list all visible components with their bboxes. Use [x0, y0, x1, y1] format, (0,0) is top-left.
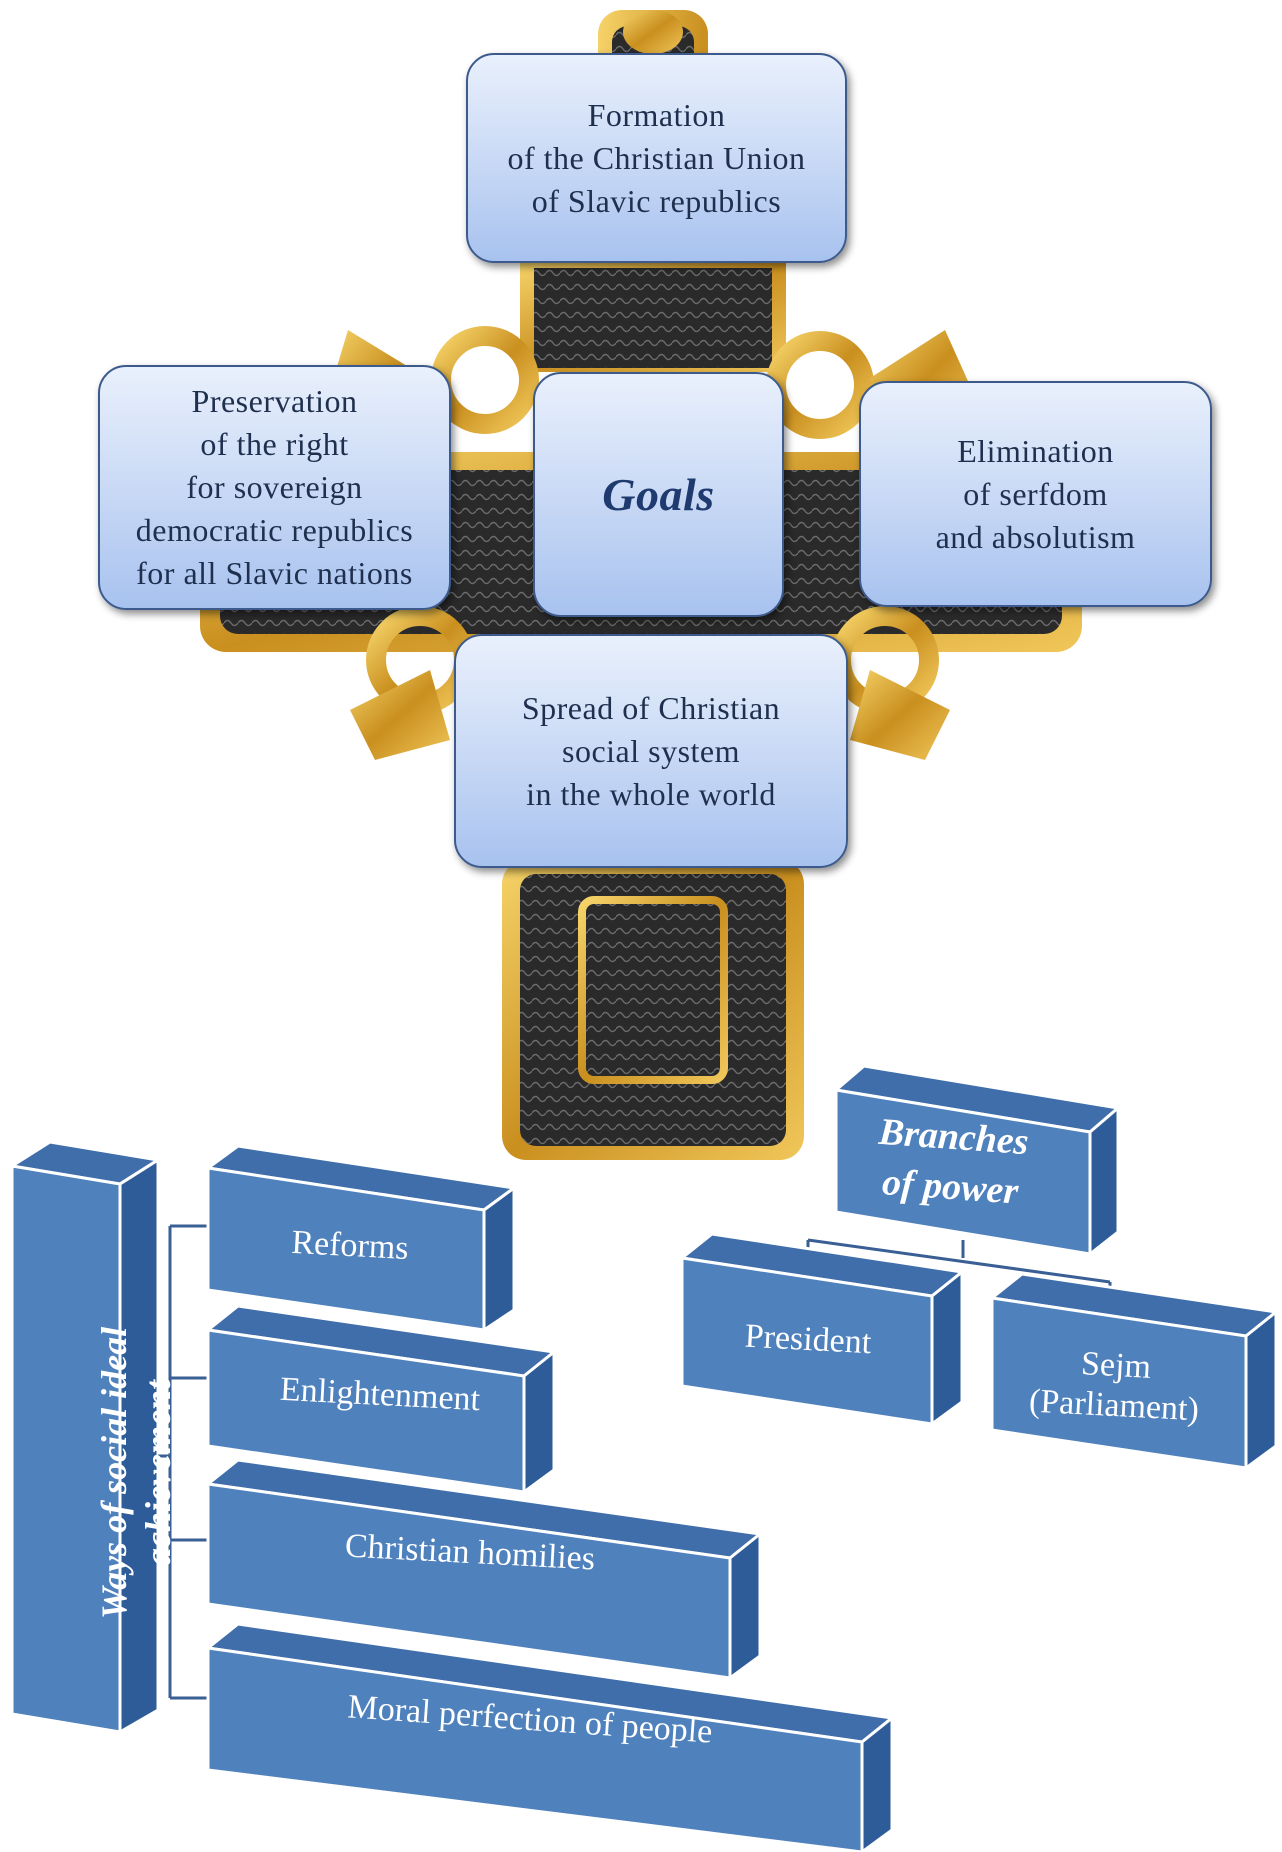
ways-title-label: Ways of social ideal achievement — [94, 1326, 178, 1620]
branches-title-label: Branches of power — [877, 1110, 1030, 1213]
goals-center-box: Goals — [533, 372, 784, 617]
goal-christian-social-system-box: Spread of Christian social system in the… — [454, 634, 848, 868]
goal-elimination-serfdom-box: Elimination of serfdom and absolutism — [859, 381, 1212, 607]
goal-sovereign-republics-box: Preservation of the right for sovereign … — [98, 365, 451, 610]
goal-christian-union-box: Formation of the Christian Union of Slav… — [466, 53, 847, 263]
sejm-label: Sejm (Parliament) — [1028, 1345, 1200, 1429]
